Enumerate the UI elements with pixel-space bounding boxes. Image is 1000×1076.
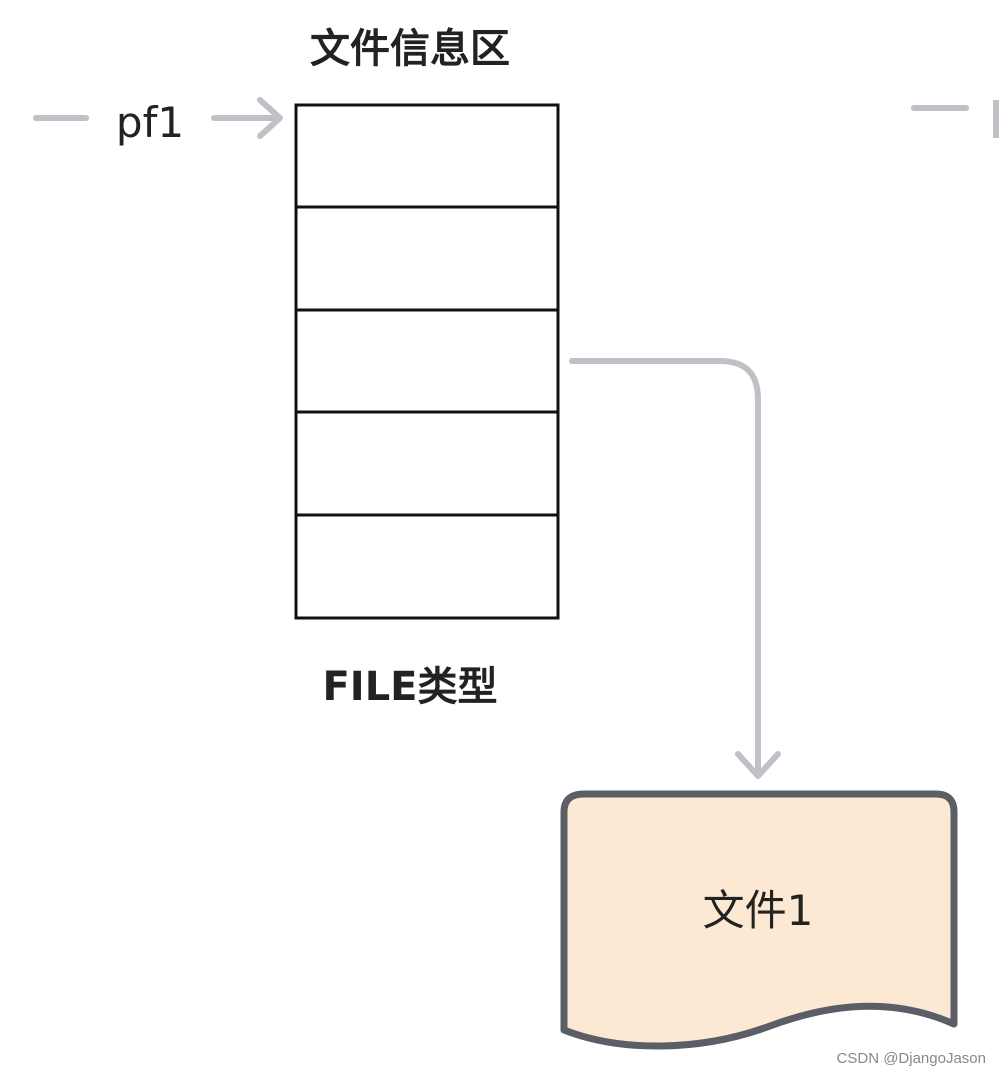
cropped-pointer-fragment [911, 100, 999, 138]
connector-arrow [569, 358, 781, 779]
info-area-title: 文件信息区 [310, 26, 510, 72]
pointer-arrow [211, 97, 283, 139]
watermark-text: CSDN @DjangoJason [837, 1050, 986, 1067]
file-struct-box [294, 103, 560, 620]
struct-type-label: FILE类型 [322, 664, 497, 710]
file-label: 文件1 [703, 886, 814, 935]
file-document-shape [560, 790, 958, 1050]
pointer-label: pf1 [116, 98, 184, 147]
